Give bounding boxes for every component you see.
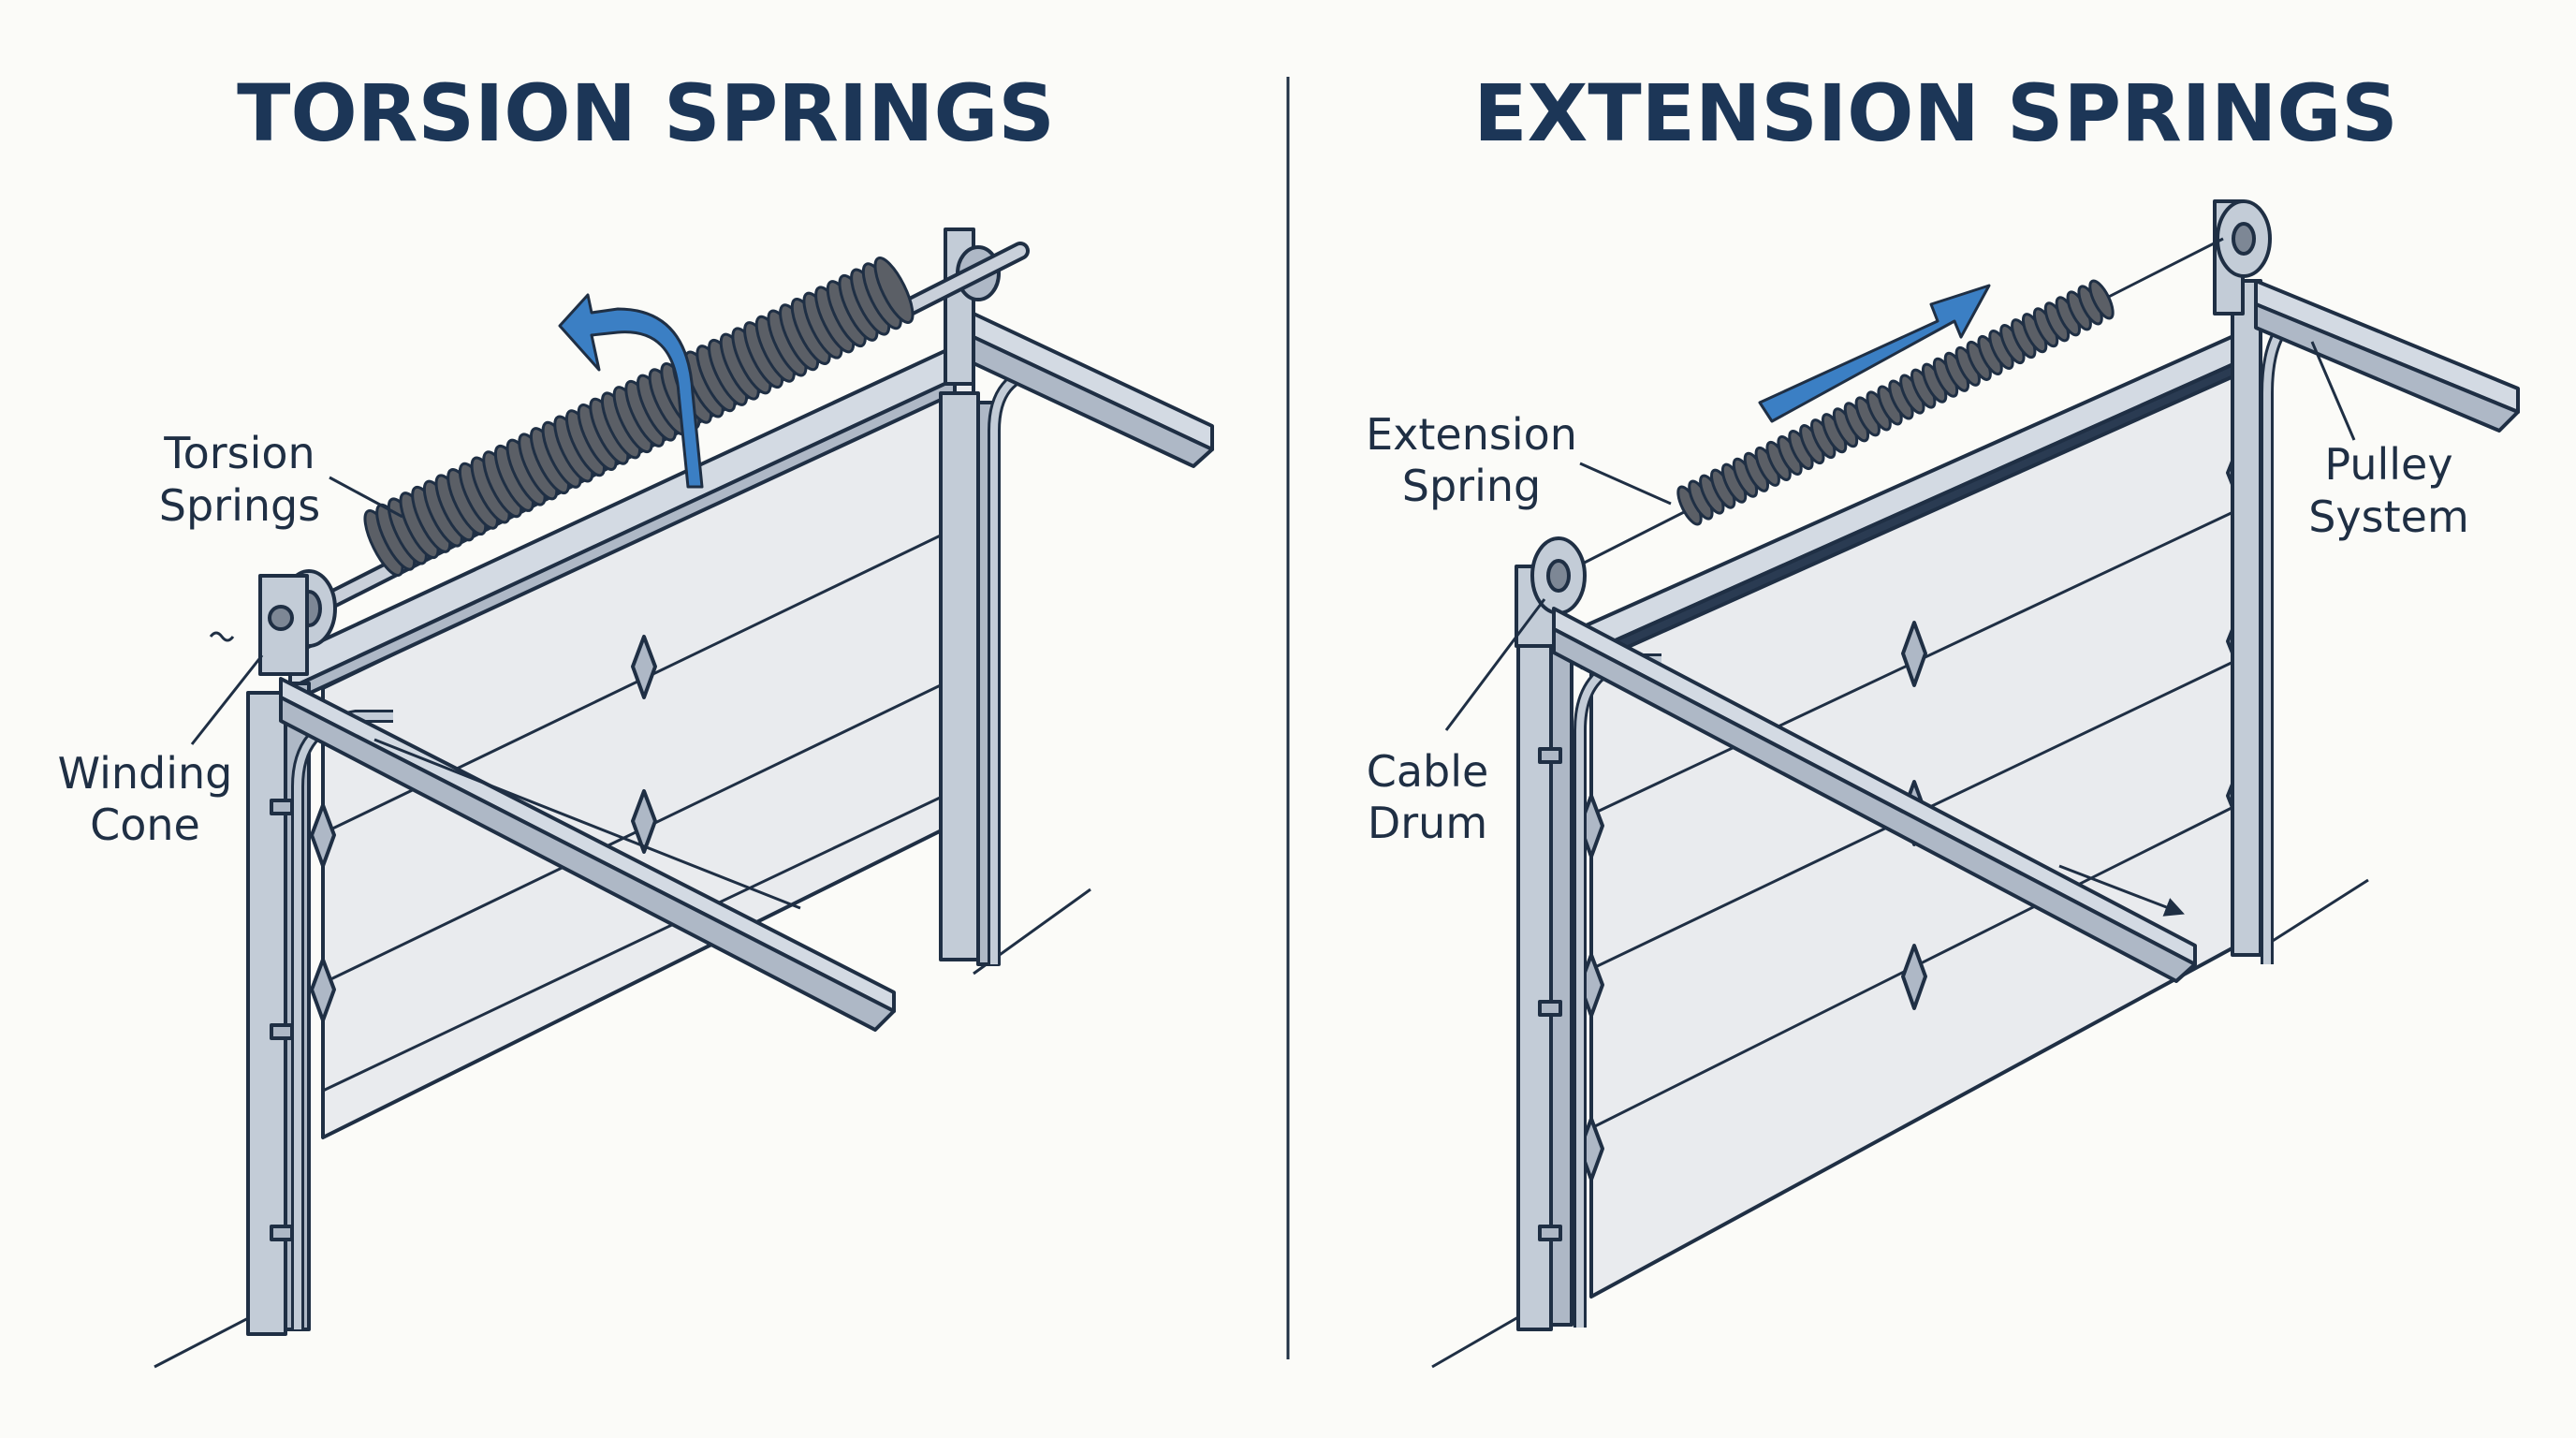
track-bracket-icon bbox=[1538, 1000, 1562, 1017]
winding-cone-label: Winding bbox=[58, 748, 233, 799]
right-curved-track-fill bbox=[2263, 305, 2314, 964]
track-bracket-icon bbox=[270, 1225, 294, 1241]
right-horizontal-track-face bbox=[2254, 302, 2520, 433]
hinge-icon bbox=[631, 789, 657, 854]
cable-drum-hub-icon bbox=[1546, 559, 1571, 593]
hinge-icon bbox=[1901, 621, 1927, 687]
extension-title: EXTENSION SPRINGS bbox=[1473, 67, 2398, 159]
hinge-icon bbox=[631, 635, 657, 699]
cable-drum-label-2: Drum bbox=[1368, 798, 1487, 848]
winding-cone-icon bbox=[268, 605, 294, 631]
winding-cone-scribble-icon bbox=[209, 631, 235, 642]
spring-coil-turn bbox=[2088, 279, 2115, 320]
winding-cone-label-2: Cone bbox=[90, 800, 200, 850]
torsion-springs-label-2: Springs bbox=[159, 480, 320, 531]
hinge-icon bbox=[310, 958, 336, 1022]
right-vertical-track bbox=[2231, 279, 2262, 957]
right-curved-track bbox=[2261, 302, 2314, 964]
right-vertical-track bbox=[939, 391, 980, 961]
hinge-icon bbox=[1901, 944, 1927, 1010]
direction-arrow-icon bbox=[1758, 284, 1991, 423]
floor-line bbox=[2264, 878, 2369, 947]
winding-leader bbox=[190, 654, 264, 745]
torsion-title: TORSION SPRINGS bbox=[237, 67, 1055, 159]
left-horizontal-track-face bbox=[279, 696, 896, 1032]
pulley-system-label-2: System bbox=[2308, 492, 2469, 542]
panel-seam bbox=[322, 780, 974, 1093]
pulley-leader bbox=[2310, 341, 2356, 441]
extension-spring-label: Extension bbox=[1366, 409, 1577, 460]
right-curved-track-fill bbox=[990, 366, 1067, 964]
left-horizontal-track-face bbox=[1552, 627, 2197, 983]
extension-door-assembly: Extension Spring Pulley System Cable Dru… bbox=[1366, 199, 2520, 1369]
extension-spring-icon bbox=[1676, 279, 2115, 526]
track-bracket-icon bbox=[270, 799, 294, 815]
right-horizontal-track bbox=[2254, 279, 2520, 414]
rotation-arrow-icon bbox=[558, 293, 704, 489]
cable-drum-label: Cable bbox=[1367, 746, 1489, 797]
lift-cable bbox=[373, 738, 801, 910]
spring-coil-turn bbox=[873, 257, 915, 324]
torsion-spring-icon bbox=[363, 257, 915, 577]
pulley-hub-icon bbox=[2232, 222, 2256, 256]
track-bracket-icon bbox=[1538, 1225, 1562, 1241]
cable-drum-leader bbox=[1444, 598, 1546, 731]
torsion-leader bbox=[329, 476, 403, 519]
track-bracket-icon bbox=[1538, 747, 1562, 764]
torsion-door-assembly: Torsion Springs Winding Cone bbox=[58, 227, 1214, 1369]
track-bracket-icon bbox=[270, 1023, 294, 1040]
right-curved-track bbox=[988, 363, 1067, 964]
right-horizontal-track-face bbox=[972, 335, 1214, 468]
extension-spring-label-2: Spring bbox=[1402, 461, 1541, 511]
left-track-edge bbox=[1549, 635, 1573, 1327]
torsion-springs-label: Torsion bbox=[163, 428, 315, 478]
track-direction-indicator bbox=[2058, 864, 2185, 917]
hinge-icon bbox=[310, 803, 336, 868]
pulley-system-label: Pulley bbox=[2324, 439, 2452, 490]
extension-leader bbox=[1579, 462, 1672, 506]
